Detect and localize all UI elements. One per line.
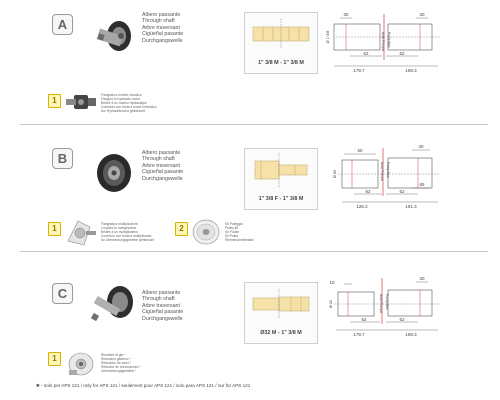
dim-total2-c: 188.3 bbox=[405, 332, 417, 337]
hydraulic-motor-image bbox=[66, 95, 96, 109]
shaft-profile-diagram-b bbox=[254, 153, 308, 187]
through-shaft-image-b bbox=[97, 154, 131, 192]
dim-w1-b: 62 bbox=[365, 189, 371, 194]
dim-w2-c: 62 bbox=[399, 317, 405, 322]
axis-label-left-c: Asse Pompa bbox=[379, 294, 383, 313]
dim-w2-b: 62 bbox=[399, 189, 405, 194]
dim-top1-a: 30 bbox=[343, 12, 349, 17]
pulley-kit-image bbox=[192, 219, 220, 245]
axis-label-left-a: Asse Pompa bbox=[381, 32, 385, 51]
section-separator-1 bbox=[20, 124, 488, 125]
axis-label-right-b: Pump Axis bbox=[386, 162, 390, 178]
dim-w2-a: 62 bbox=[399, 51, 405, 56]
axis-label-right-c: Pump Axis bbox=[385, 294, 389, 310]
shaft-profile-panel-a: 1" 3/8 M - 1" 3/8 M bbox=[244, 12, 318, 74]
through-shaft-image-c bbox=[90, 286, 133, 322]
option-text-b2: Kit Puleggia Pulley kit Kit Poulie Kit P… bbox=[225, 222, 254, 243]
description-a: Albero passante Through shaft Arbre trav… bbox=[142, 12, 184, 44]
option-number-a1: 1 bbox=[48, 94, 61, 108]
shaft-profile-diagram-a bbox=[252, 19, 310, 49]
overgearbox-image bbox=[67, 220, 96, 246]
dimension-drawing-b: 50 30 65 62 62 126.2 191.3 Ø 60 Asse Pom… bbox=[333, 144, 440, 209]
footer-note: ✱ - solo per APS 121 / only for APS 121 … bbox=[36, 383, 251, 388]
dim-w1-c: 62 bbox=[361, 317, 367, 322]
option-number-b1: 1 bbox=[48, 222, 61, 236]
shaft-type-label-c: Ø32 M - 1" 3/8 M bbox=[260, 330, 302, 336]
dim-extra-b: 65 bbox=[419, 182, 425, 187]
dim-total2-b: 191.3 bbox=[405, 204, 417, 209]
shaft-profile-panel-c: Ø32 M - 1" 3/8 M bbox=[244, 282, 318, 344]
dim-total1-c: 179.7 bbox=[353, 332, 365, 337]
dim-total1-b: 126.2 bbox=[356, 204, 368, 209]
shaft-type-label-a: 1" 3/8 M - 1" 3/8 M bbox=[258, 60, 304, 66]
section-letter-b: B bbox=[52, 148, 73, 169]
reduction-gearbox-image bbox=[68, 352, 94, 376]
section-separator-2 bbox=[20, 251, 488, 252]
option-text-a1: Flangiata a motore idraulico Flanged to … bbox=[101, 93, 157, 114]
dim-diameter-b: Ø 60 bbox=[333, 170, 337, 178]
shaft-profile-diagram-c bbox=[252, 289, 310, 319]
option-number-b2: 2 bbox=[175, 222, 188, 236]
description-b: Albero passante Through shaft Arbre trav… bbox=[142, 150, 184, 182]
dim-total1-a: 179.7 bbox=[353, 68, 365, 73]
dim-top2-b: 30 bbox=[418, 144, 424, 149]
dim-top1-b: 50 bbox=[357, 148, 363, 153]
dim-top2-a: 30 bbox=[419, 12, 425, 17]
through-shaft-image-a bbox=[96, 21, 131, 51]
axis-label-right-a: Pump Axis bbox=[387, 32, 391, 48]
dim-diameter-a: Ø 1"3/8 bbox=[326, 31, 330, 44]
option-text-c1: Riduttore di giri * Reduction gearbox * … bbox=[101, 353, 141, 374]
dim-total2-a: 188.3 bbox=[405, 68, 417, 73]
option-text-b1: Flangiata a moltiplicatore Coupled to ov… bbox=[101, 222, 155, 243]
description-c: Albero passante Through shaft Arbre trav… bbox=[142, 290, 184, 322]
axis-label-left-b: Asse Pompa bbox=[380, 162, 384, 181]
shaft-type-label-b: 1" 3/8 F - 1" 3/8 M bbox=[258, 196, 304, 202]
dim-w1-a: 62 bbox=[363, 51, 369, 56]
shaft-profile-panel-b: 1" 3/8 F - 1" 3/8 M bbox=[244, 148, 318, 210]
section-letter-c: C bbox=[52, 283, 73, 304]
dim-top1-c: 10 bbox=[329, 280, 335, 285]
option-number-c1: 1 bbox=[48, 352, 61, 366]
dim-diameter-c: Ø 32 bbox=[329, 300, 333, 308]
dimension-drawing-a: 30 30 62 62 179.7 188.3 Ø 1"3/8 Asse Pom… bbox=[326, 12, 440, 73]
dimension-drawing-c: 10 30 62 62 179.7 188.3 Ø 32 Asse Pompa … bbox=[329, 276, 440, 337]
section-letter-a: A bbox=[52, 14, 73, 35]
dim-top2-c: 30 bbox=[419, 276, 425, 281]
